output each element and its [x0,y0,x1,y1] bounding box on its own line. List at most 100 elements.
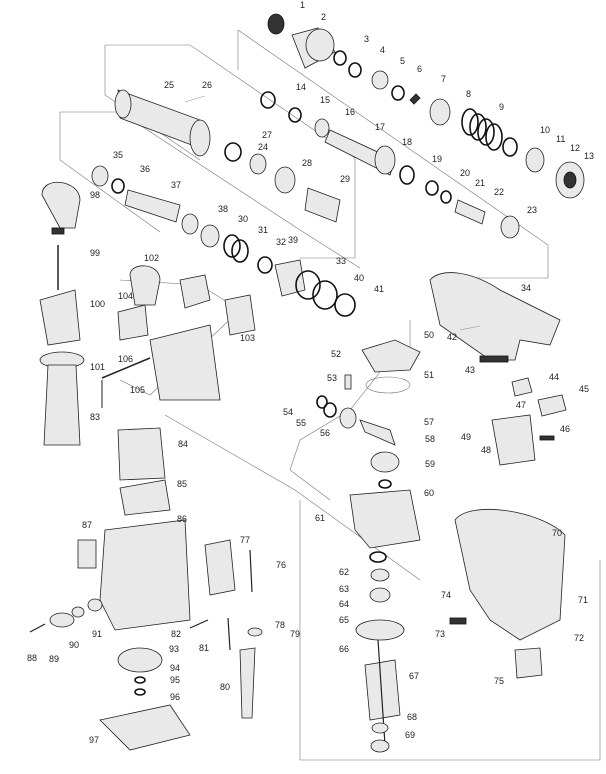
part-label-46: 46 [560,424,570,434]
part-label-106: 106 [118,354,133,364]
part-label-73: 73 [435,629,445,639]
part-label-88: 88 [27,653,37,663]
part-label-19: 19 [432,154,442,164]
part-label-24: 24 [258,142,268,152]
part-label-14: 14 [296,82,306,92]
part-label-64: 64 [339,599,349,609]
part-label-45: 45 [579,384,589,394]
part-label-74: 74 [441,590,451,600]
part-label-69: 69 [405,730,415,740]
part-label-60: 60 [424,488,434,498]
part-label-62: 62 [339,567,349,577]
part-label-39: 39 [288,235,298,245]
part-label-6: 6 [417,64,422,74]
part-label-94: 94 [170,663,180,673]
part-label-53: 53 [327,373,337,383]
part-label-66: 66 [339,644,349,654]
part-label-26: 26 [202,80,212,90]
group-boundaries [59,29,601,761]
part-label-76: 76 [276,560,286,570]
part-label-38: 38 [218,204,228,214]
part-label-72: 72 [574,633,584,643]
part-label-87: 87 [82,520,92,530]
part-label-42: 42 [447,332,457,342]
part-label-85: 85 [177,479,187,489]
part-label-55: 55 [296,418,306,428]
part-label-37: 37 [171,180,181,190]
part-label-43: 43 [465,365,475,375]
part-label-90: 90 [69,640,79,650]
part-label-9: 9 [499,102,504,112]
part-label-49: 49 [461,432,471,442]
part-label-100: 100 [90,299,105,309]
part-label-8: 8 [466,89,471,99]
part-label-63: 63 [339,584,349,594]
part-label-36: 36 [140,164,150,174]
part-label-20: 20 [460,168,470,178]
part-label-99: 99 [90,248,100,258]
part-label-59: 59 [425,459,435,469]
part-label-34: 34 [521,283,531,293]
part-label-1: 1 [300,0,305,10]
part-label-104: 104 [118,291,133,301]
part-label-61: 61 [315,513,325,523]
part-label-7: 7 [441,74,446,84]
part-label-50: 50 [424,330,434,340]
part-label-12: 12 [570,143,580,153]
part-label-96: 96 [170,692,180,702]
part-label-32: 32 [276,237,286,247]
rear-handle-and-switch [449,377,567,679]
part-label-5: 5 [400,56,405,66]
part-label-4: 4 [380,45,385,55]
part-label-105: 105 [130,385,145,395]
part-label-81: 81 [199,643,209,653]
chuck-assembly [267,13,585,199]
side-handle-assembly [39,181,256,446]
part-label-77: 77 [240,535,250,545]
part-label-11: 11 [556,134,565,144]
part-label-35: 35 [113,150,123,160]
part-label-97: 97 [89,735,99,745]
part-label-52: 52 [331,349,341,359]
part-label-84: 84 [178,439,188,449]
part-label-82: 82 [171,629,181,639]
part-label-27: 27 [262,130,272,140]
part-label-93: 93 [169,644,179,654]
part-label-56: 56 [320,428,330,438]
piston-assembly [91,165,356,317]
part-label-33: 33 [336,256,346,266]
part-label-51: 51 [424,370,434,380]
part-label-89: 89 [49,654,59,664]
part-label-18: 18 [402,137,412,147]
part-label-102: 102 [144,253,159,263]
crank-and-gear [316,339,421,641]
part-label-2: 2 [321,12,326,22]
part-label-57: 57 [424,417,434,427]
part-label-41: 41 [374,284,384,294]
part-label-103: 103 [240,333,255,343]
part-label-28: 28 [302,158,312,168]
front-housing-cover [429,272,561,363]
part-label-29: 29 [340,174,350,184]
part-label-58: 58 [425,434,435,444]
part-label-98: 98 [90,190,100,200]
part-label-47: 47 [516,400,526,410]
part-number-labels: 1234567891011121314151617181920212223242… [27,0,594,745]
part-label-16: 16 [345,107,355,117]
part-label-83: 83 [90,412,100,422]
part-label-21: 21 [475,178,485,188]
part-label-71: 71 [578,595,588,605]
part-label-79: 79 [290,629,300,639]
part-label-65: 65 [339,615,349,625]
part-label-86: 86 [177,514,187,524]
part-label-48: 48 [481,445,491,455]
part-label-80: 80 [220,682,230,692]
part-label-78: 78 [275,620,285,630]
part-label-30: 30 [238,214,248,224]
crankcase-and-field [29,427,263,751]
part-label-3: 3 [364,34,369,44]
part-label-75: 75 [494,676,504,686]
part-label-101: 101 [90,362,105,372]
part-label-17: 17 [375,122,385,132]
